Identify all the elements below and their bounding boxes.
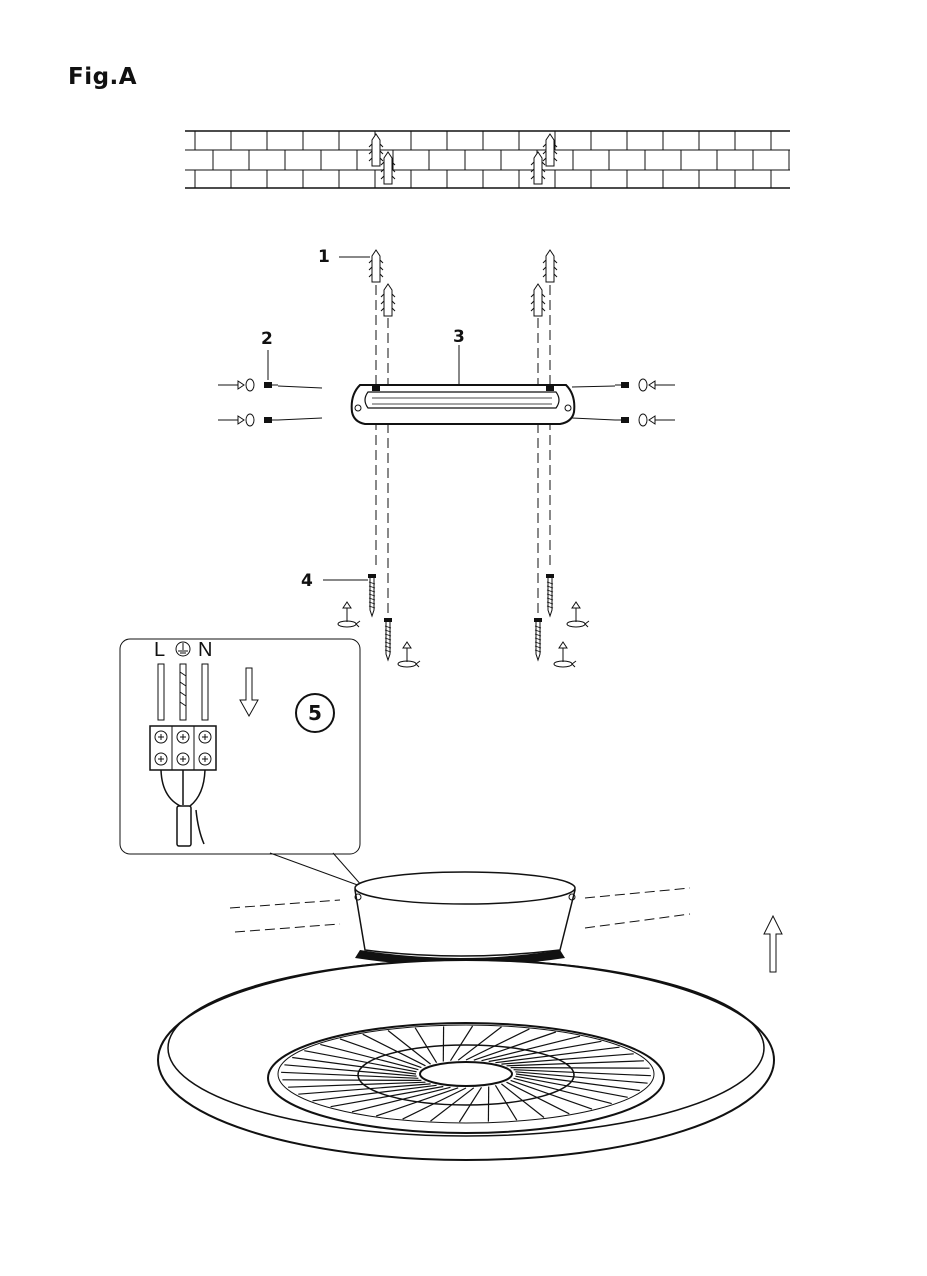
mounting-bracket — [352, 345, 575, 424]
callout-1: 1 — [318, 247, 330, 267]
ceiling-anchors — [369, 134, 557, 184]
callout-4: 4 — [301, 571, 313, 591]
terminal-label-live: L — [154, 639, 165, 661]
terminal-block — [150, 726, 216, 770]
ceiling-brickwork — [185, 131, 790, 188]
callout-5: 5 — [308, 701, 322, 725]
callout-3: 3 — [453, 327, 465, 347]
wall-plugs — [339, 250, 557, 316]
fan-canopy — [355, 872, 575, 966]
up-arrow-icon — [764, 916, 782, 972]
step-badge: 5 — [296, 694, 334, 732]
callout-2: 2 — [261, 329, 273, 349]
terminal-label-neutral: N — [198, 639, 212, 661]
